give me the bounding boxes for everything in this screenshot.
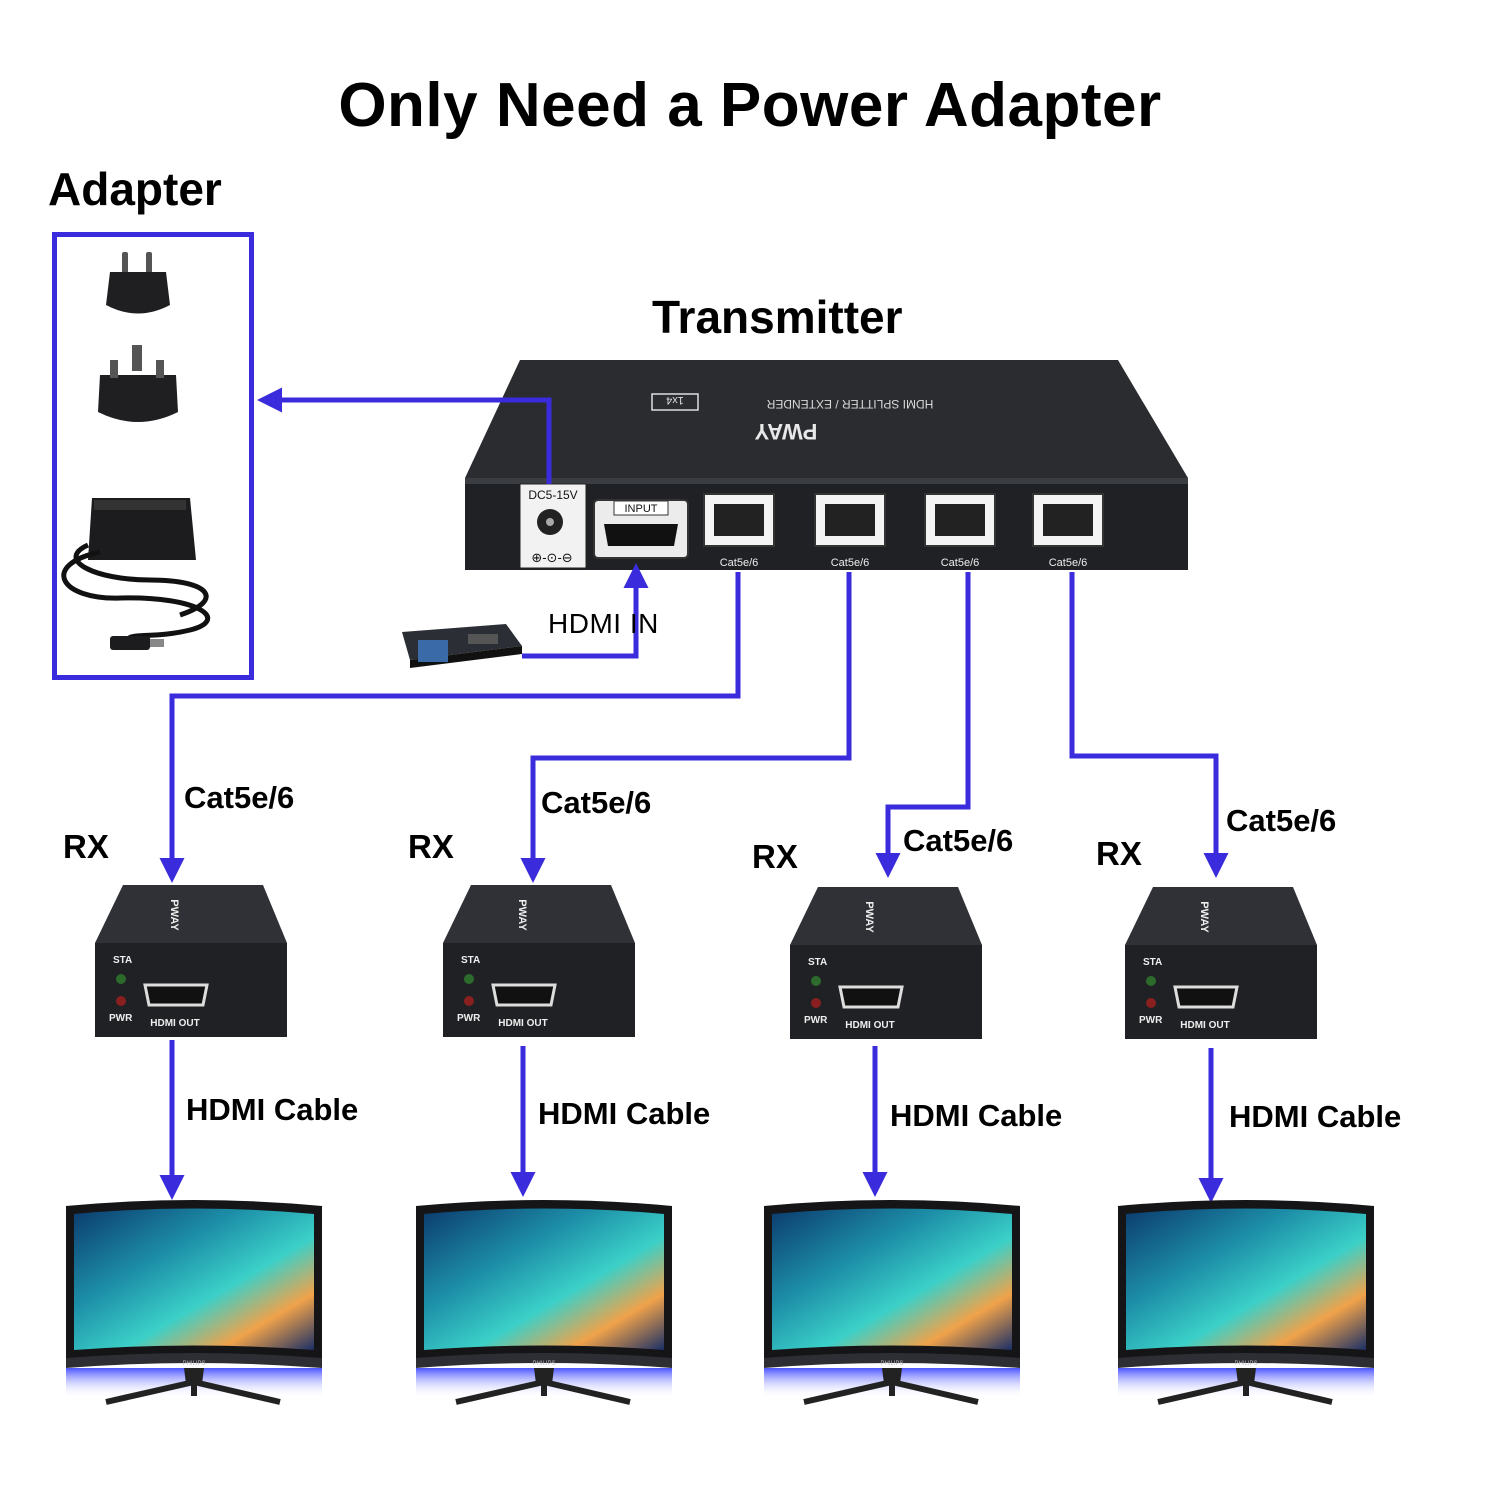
svg-text:PWAY: PWAY [168,899,180,931]
cat-port-4: Cat5e/6 [1032,493,1104,569]
svg-text:PWAY: PWAY [516,899,528,931]
svg-text:PHILIPS: PHILIPS [1234,1361,1257,1367]
svg-text:PHILIPS: PHILIPS [182,1361,205,1367]
monitor-icon: PHILIPS [416,1200,672,1405]
rx-label-4: RX [1096,835,1142,872]
rx-label-2: RX [408,828,454,865]
hdmi-cable-label-4: HDMI Cable [1229,1099,1402,1134]
eu-plug-icon [106,252,170,314]
transmitter-device: PWAY HDMI SPLITTER / EXTENDER 1x4 DC5-15… [465,360,1188,570]
svg-text:HDMI OUT: HDMI OUT [498,1018,547,1029]
svg-text:Cat5e/6: Cat5e/6 [831,557,870,569]
transmitter-model-badge: 1x4 [666,394,684,406]
receiver-device: STA PWR HDMI OUT PWAY [443,885,635,1037]
rx-label-3: RX [752,838,798,875]
media-player-icon [402,624,522,668]
svg-text:STA: STA [113,955,132,966]
svg-text:PHILIPS: PHILIPS [880,1361,903,1367]
svg-text:Cat5e/6: Cat5e/6 [720,557,759,569]
svg-text:STA: STA [808,957,827,968]
svg-text:STA: STA [461,955,480,966]
cat-port-2: Cat5e/6 [814,493,886,569]
hdmi-in-label: HDMI IN [548,608,659,639]
input-port-label: INPUT [625,503,658,515]
hdmi-cable-label-3: HDMI Cable [890,1098,1063,1133]
cat-port-1: Cat5e/6 [703,493,775,569]
hdmi-in-line [522,563,649,659]
svg-text:PWAY: PWAY [863,901,875,933]
svg-text:PWR: PWR [457,1013,481,1024]
hdmi-cable-label-2: HDMI Cable [538,1096,711,1131]
transmitter-heading: Transmitter [652,291,903,343]
power-port-label: DC5-15V [528,488,577,502]
cable-label-2: Cat5e/6 [541,785,652,820]
svg-text:Cat5e/6: Cat5e/6 [1049,557,1088,569]
monitor-icon: PHILIPS [764,1200,1020,1405]
cat-port-3: Cat5e/6 [924,493,996,569]
page-title: Only Need a Power Adapter [338,71,1162,140]
svg-text:STA: STA [1143,957,1162,968]
power-adapter-icon [61,498,211,650]
svg-text:PWR: PWR [1139,1015,1163,1026]
svg-text:PWR: PWR [804,1015,828,1026]
transmitter-brand: PWAY [754,419,817,444]
adapter-heading: Adapter [48,163,222,215]
receiver-device: STA PWR HDMI OUT PWAY [95,885,287,1037]
receiver-device: STA PWR HDMI OUT PWAY [790,887,982,1039]
transmitter-model-text: HDMI SPLITTER / EXTENDER [766,397,933,411]
cable-label-3: Cat5e/6 [903,823,1014,858]
svg-text:PWR: PWR [109,1013,133,1024]
svg-text:Cat5e/6: Cat5e/6 [941,557,980,569]
cable-label-1: Cat5e/6 [184,780,295,815]
svg-text:HDMI OUT: HDMI OUT [1180,1020,1229,1031]
adapter-box [52,232,254,680]
svg-text:HDMI OUT: HDMI OUT [150,1018,199,1029]
cat-line-4 [1069,572,1229,878]
svg-text:PWAY: PWAY [1198,901,1210,933]
cat-line-2 [520,572,852,883]
rx-label-1: RX [63,828,109,865]
power-line [257,387,552,484]
receiver-device: STA PWR HDMI OUT PWAY [1125,887,1317,1039]
hdmi-cable-label-1: HDMI Cable [186,1092,359,1127]
svg-text:HDMI OUT: HDMI OUT [845,1020,894,1031]
monitor-icon: PHILIPS [1118,1200,1374,1405]
cat-line-3 [875,572,971,878]
monitor-icon: PHILIPS [66,1200,322,1405]
cable-label-4: Cat5e/6 [1226,803,1337,838]
polarity-icon: ⊕-⊙-⊖ [531,550,572,565]
svg-text:PHILIPS: PHILIPS [532,1361,555,1367]
uk-plug-icon [98,345,178,422]
cat-line-1 [159,572,741,883]
